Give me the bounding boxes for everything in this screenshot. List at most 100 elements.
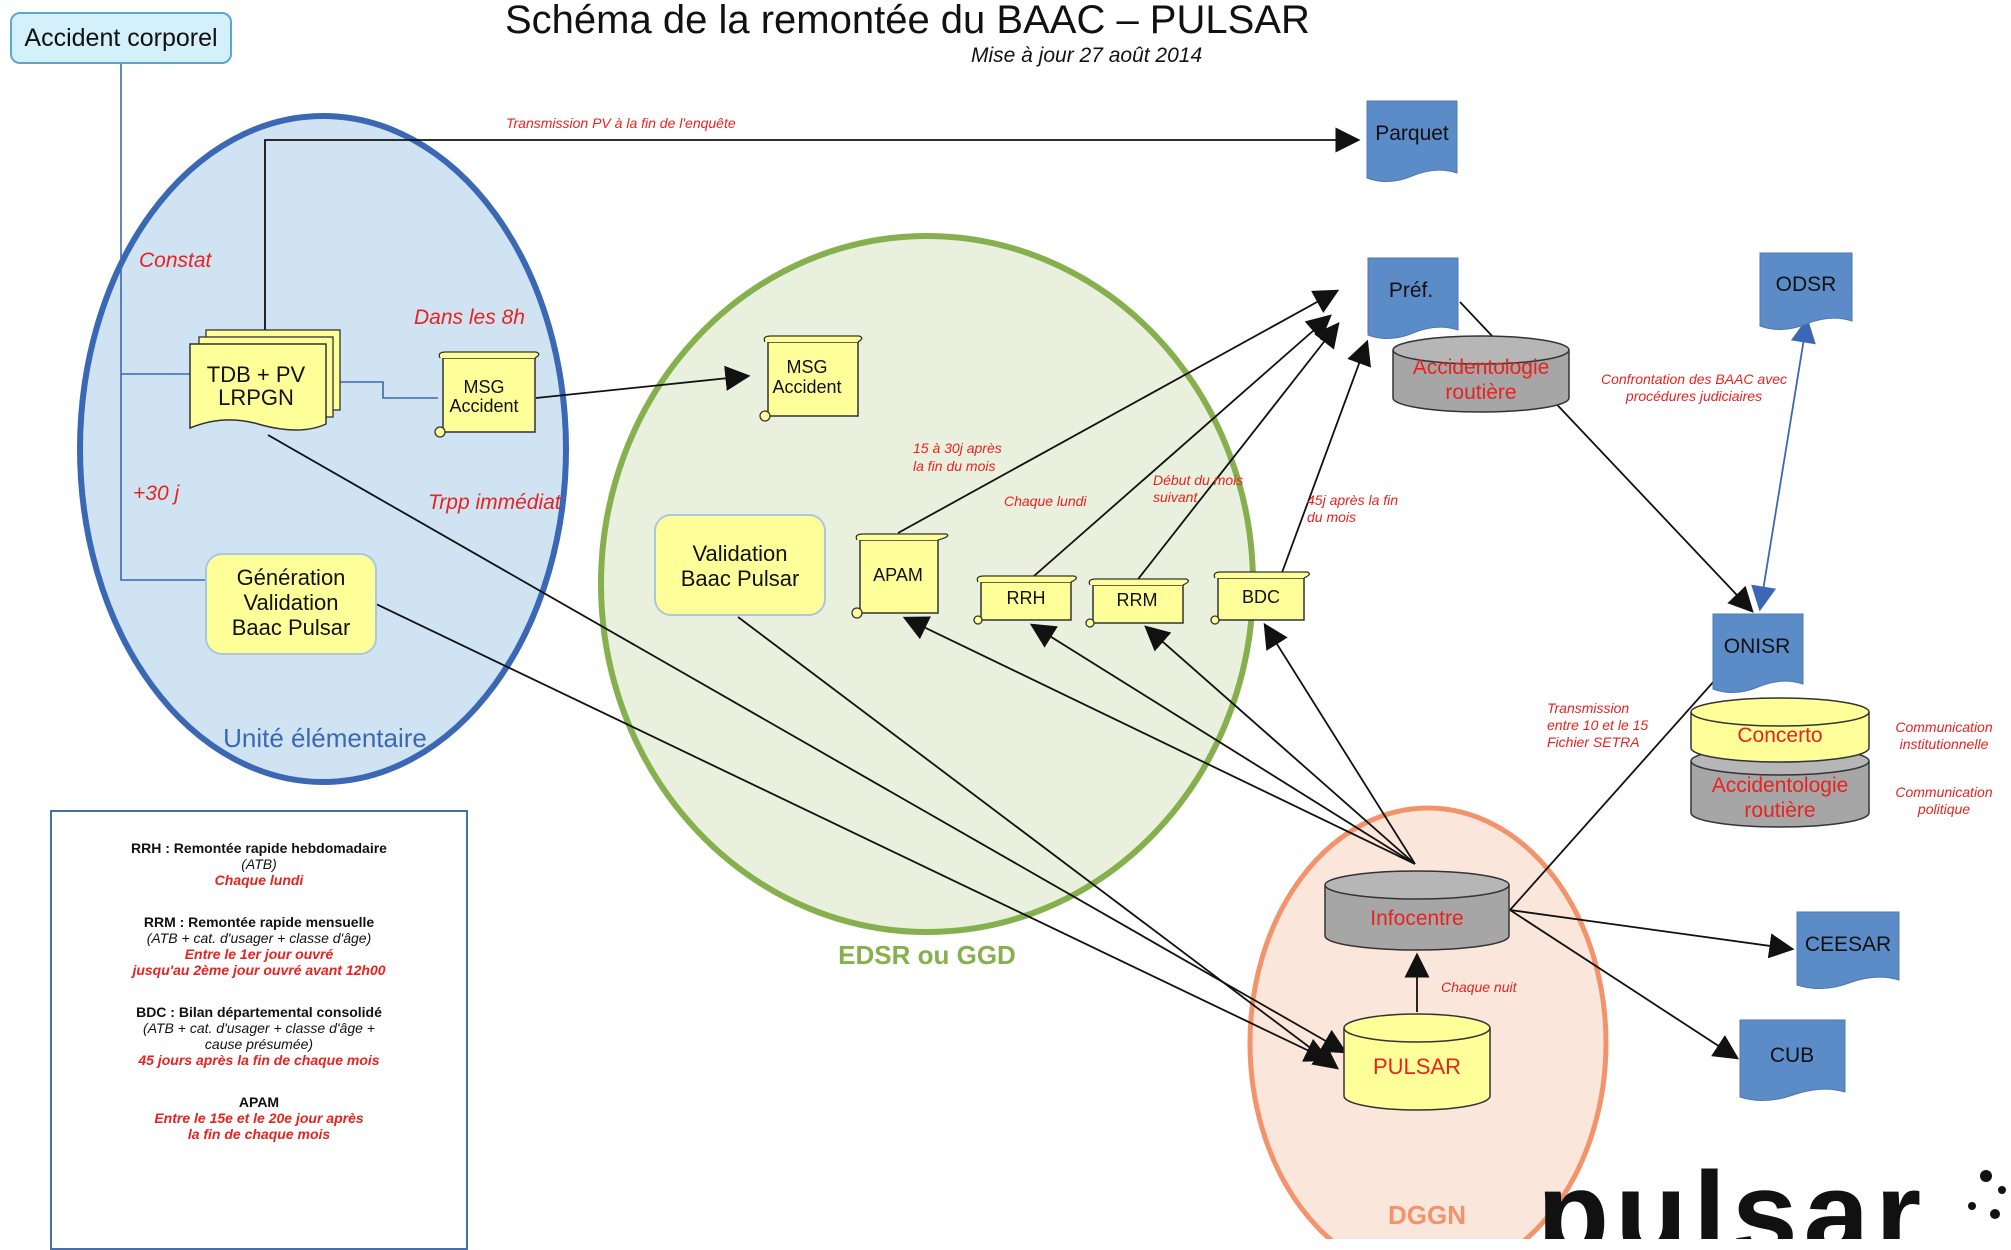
- tdb-label-1: TDB + PV: [207, 362, 306, 387]
- accidentologie-pref-database[interactable]: Accidentologie routière: [1392, 335, 1570, 413]
- accident-corporel-box[interactable]: Accident corporel: [10, 12, 232, 64]
- annot-plus30: +30 j: [133, 482, 180, 505]
- bdc-label: BDC: [1242, 587, 1280, 607]
- annot-confrontation-1: Confrontation des BAAC avec: [1601, 371, 1787, 387]
- generation-label-2: Validation: [244, 590, 339, 615]
- legend-rrh-title: RRH : Remontée rapide hebdomadaire: [131, 840, 387, 856]
- generation-validation-box[interactable]: Génération Validation Baac Pulsar: [205, 553, 377, 655]
- legend-bdc-title: BDC : Bilan départemental consolidé: [136, 1004, 382, 1020]
- legend-apam-red2: la fin de chaque mois: [187, 1126, 331, 1142]
- msg1-label-1: MSG: [463, 377, 504, 397]
- acc-pref-label-1: Accidentologie: [1413, 356, 1550, 379]
- legend-rrh-red: Chaque lundi: [214, 872, 304, 888]
- annot-apam-1: 15 à 30j après: [913, 440, 1002, 456]
- msg1-label-2: Accident: [449, 396, 518, 416]
- annot-confrontation-2: procédures judiciaires: [1625, 388, 1762, 404]
- legend-rrm-sub: (ATB + cat. d'usager + classe d'âge): [146, 930, 372, 946]
- odsr-document[interactable]: ODSR: [1759, 252, 1853, 330]
- pref-document[interactable]: Préf.: [1367, 257, 1459, 339]
- concerto-label: Concerto: [1737, 724, 1822, 747]
- legend-rrm: RRM : Remontée rapide mensuelle (ATB + c…: [52, 914, 466, 978]
- page-title: Schéma de la remontée du BAAC – PULSAR: [505, 0, 1310, 42]
- legend-bdc: BDC : Bilan départemental consolidé (ATB…: [52, 1004, 466, 1068]
- validation-baac-box[interactable]: Validation Baac Pulsar: [654, 514, 826, 616]
- annot-bdc-2: du mois: [1307, 509, 1356, 525]
- msg-accident-scroll-1[interactable]: MSG Accident: [434, 351, 540, 438]
- legend-bdc-red: 45 jours après la fin de chaque mois: [138, 1052, 380, 1068]
- validation-label-1: Validation: [693, 541, 788, 566]
- pulsar-database[interactable]: PULSAR: [1343, 1013, 1491, 1111]
- legend-rrm-red1: Entre le 1er jour ouvré: [184, 946, 334, 962]
- odsr-label: ODSR: [1776, 273, 1837, 296]
- annot-setra-2: entre 10 et le 15: [1547, 717, 1648, 733]
- infocentre-database[interactable]: Infocentre: [1324, 870, 1510, 951]
- legend-apam-title: APAM: [238, 1094, 280, 1110]
- annot-debut-mois-1: Début du mois: [1153, 472, 1243, 488]
- msg2-label-1: MSG: [786, 357, 827, 377]
- zone-unite-elementaire: [77, 113, 569, 785]
- annot-constat: Constat: [139, 249, 213, 272]
- msg2-label-2: Accident: [772, 377, 841, 397]
- ceesar-document[interactable]: CEESAR: [1796, 911, 1900, 989]
- parquet-label: Parquet: [1375, 122, 1449, 145]
- annot-chaque-lundi: Chaque lundi: [1004, 493, 1087, 509]
- annot-apam-2: la fin du mois: [913, 458, 995, 474]
- annot-comm-pol-1: Communication: [1895, 784, 1992, 800]
- concerto-database[interactable]: Concerto: [1690, 697, 1870, 763]
- tdb-label-2: LRPGN: [218, 385, 294, 410]
- msg-accident-scroll-2[interactable]: MSG Accident: [759, 335, 863, 422]
- annot-comm-inst-2: institutionnelle: [1900, 736, 1989, 752]
- legend-bdc-sub2: cause présumée): [204, 1036, 314, 1052]
- annot-chaque-nuit: Chaque nuit: [1441, 979, 1518, 995]
- onisr-document[interactable]: ONISR: [1712, 613, 1804, 693]
- page-subtitle: Mise à jour 27 août 2014: [971, 44, 1203, 67]
- apam-scroll[interactable]: APAM: [851, 533, 949, 619]
- acc-onisr-label-2: routière: [1744, 799, 1815, 822]
- legend-box: RRH : Remontée rapide hebdomadaire (ATB)…: [50, 810, 468, 1250]
- arrow-odsr-onisr: [1751, 317, 1816, 612]
- annot-comm-inst-1: Communication: [1895, 719, 1992, 735]
- pulsar-logo-text: pulsar: [1537, 1148, 1927, 1239]
- legend-rrh-sub: (ATB): [241, 856, 277, 872]
- connector-lines: [120, 64, 438, 581]
- annotations: Transmission PV à la fin de l'enquête Co…: [133, 115, 1993, 995]
- zone-label-edsr: EDSR ou GGD: [838, 940, 1016, 970]
- bdc-scroll[interactable]: BDC: [1210, 571, 1311, 625]
- annot-debut-mois-2: suivant: [1153, 489, 1198, 505]
- legend-bdc-sub1: (ATB + cat. d'usager + classe d'âge +: [143, 1020, 375, 1036]
- validation-label-2: Baac Pulsar: [681, 566, 800, 591]
- zone-label-dggn: DGGN: [1388, 1200, 1466, 1230]
- annot-setra-3: Fichier SETRA: [1547, 734, 1640, 750]
- parquet-document[interactable]: Parquet: [1366, 100, 1458, 182]
- annot-dans-8h: Dans les 8h: [414, 306, 525, 329]
- legend-rrm-title: RRM : Remontée rapide mensuelle: [143, 914, 375, 930]
- rrm-label: RRM: [1117, 590, 1158, 610]
- cub-label: CUB: [1770, 1044, 1814, 1067]
- annot-setra-1: Transmission: [1547, 700, 1629, 716]
- apam-label: APAM: [873, 565, 923, 585]
- annot-transmission-pv: Transmission PV à la fin de l'enquête: [506, 115, 736, 131]
- legend-apam: APAM Entre le 15e et le 20e jour après l…: [52, 1094, 466, 1142]
- cub-document[interactable]: CUB: [1739, 1019, 1846, 1101]
- acc-onisr-label-1: Accidentologie: [1712, 774, 1849, 797]
- arrows: [264, 127, 1795, 1070]
- rrh-scroll[interactable]: RRH: [973, 575, 1078, 625]
- annot-bdc-1: 45j après la fin: [1307, 492, 1398, 508]
- rrm-scroll[interactable]: RRM: [1085, 578, 1190, 628]
- pulsar-label: PULSAR: [1373, 1054, 1461, 1079]
- legend-apam-red1: Entre le 15e et le 20e jour après: [154, 1110, 364, 1126]
- annot-comm-pol-2: politique: [1917, 801, 1970, 817]
- generation-label-1: Génération: [237, 565, 346, 590]
- legend-rrh: RRH : Remontée rapide hebdomadaire (ATB)…: [52, 840, 466, 888]
- generation-label-3: Baac Pulsar: [232, 615, 351, 640]
- rrh-label: RRH: [1007, 588, 1046, 608]
- zone-label-unite: Unité élémentaire: [223, 723, 427, 753]
- annot-trpp: Trpp immédiat: [428, 491, 562, 514]
- ceesar-label: CEESAR: [1805, 933, 1891, 956]
- tdb-document[interactable]: TDB + PV LRPGN: [189, 329, 341, 431]
- onisr-label: ONISR: [1724, 635, 1791, 658]
- pulsar-logo: pulsar: [1537, 1148, 2006, 1250]
- legend-rrm-red2: jusqu'au 2ème jour ouvré avant 12h00: [132, 962, 386, 978]
- infocentre-label: Infocentre: [1370, 907, 1463, 930]
